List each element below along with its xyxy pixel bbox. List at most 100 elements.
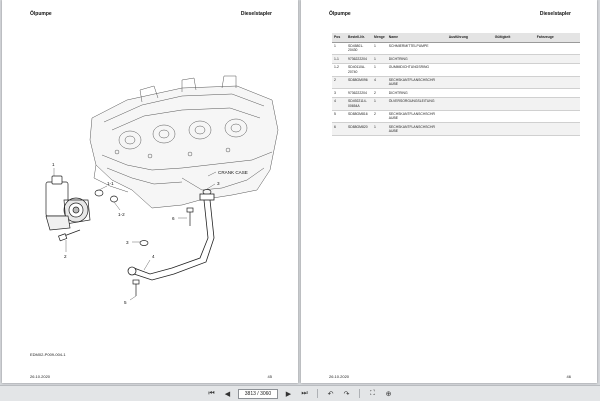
cell-validity (492, 122, 535, 137)
header-quantity: Menge (372, 33, 387, 43)
cell-vehicles (534, 54, 580, 64)
cell-vehicles (534, 63, 580, 77)
cell-pos: 5 (332, 110, 346, 124)
cell-pos: 2 (332, 76, 346, 90)
cell-execution (446, 63, 493, 77)
cell-validity (492, 42, 535, 56)
cell-name: SECHSKANTFLANSCHSCHR AUBE (386, 122, 447, 137)
oil-pump (45, 175, 91, 231)
cell-validity (492, 54, 535, 64)
left-page-title: Ölpumpe (30, 11, 52, 17)
cell-validity (492, 63, 535, 77)
first-page-icon[interactable]: ⏮ (208, 389, 215, 397)
cell-validity (492, 76, 535, 90)
back-icon[interactable]: ↶ (327, 390, 334, 398)
cell-quantity: 2 (372, 110, 387, 124)
page-indicator[interactable]: 3813 / 3060 (238, 388, 278, 399)
cell-order-number: SD88GM096 (346, 76, 372, 90)
cell-name: GUMMIDICHTUNGSRING (386, 63, 447, 77)
cell-name: SCHMIERMITTELPUMPE (386, 42, 447, 56)
header-vehicles: Fahrzeuge (534, 33, 580, 43)
cell-validity (492, 97, 535, 111)
right-page: Ölpumpe Dieselstapler Pos Bestell-Nr. Me… (301, 0, 597, 383)
header-pos: Pos (332, 33, 346, 43)
callout-1-2: 1-2 (118, 212, 125, 217)
cell-pos: 4 (332, 97, 346, 111)
cell-pos: 1-1 (332, 54, 346, 64)
cell-quantity: 1 (372, 54, 387, 64)
header-execution: Ausführung (446, 33, 493, 43)
cell-name: DICHTRING (386, 54, 447, 64)
right-page-title: Ölpumpe (329, 11, 351, 17)
cell-validity (492, 88, 535, 98)
cell-execution (446, 122, 493, 137)
left-page: Ölpumpe Dieselstapler (2, 0, 298, 383)
callout-1: 1 (52, 162, 55, 167)
viewer-toolbar: ⏮ ◀ 3813 / 3060 ▶ ⏭ ↶ ↷ ⛶ ⊕ (0, 385, 600, 401)
left-page-subtitle: Dieselstapler (240, 11, 272, 17)
cell-name: SECHSKANTFLANSCHSCHR AUBE (386, 110, 447, 124)
crank-case-label: CRANK CASE (218, 170, 248, 175)
cell-vehicles (534, 76, 580, 90)
left-page-number: 45 (267, 374, 272, 379)
leader-lines (53, 168, 217, 301)
cell-validity (492, 110, 535, 124)
header-name: Name (386, 33, 447, 43)
right-page-subtitle: Dieselstapler (539, 11, 571, 17)
cell-execution (446, 76, 493, 90)
callout-2: 2 (64, 254, 67, 259)
forward-icon[interactable]: ↷ (343, 390, 350, 398)
cell-execution (446, 97, 493, 111)
zoom-in-icon[interactable]: ⊕ (385, 390, 392, 398)
next-page-icon[interactable]: ▶ (285, 390, 292, 398)
callout-3b: 3 (217, 181, 220, 186)
cell-name: ÖLVERSORGUNGSLEITUNG (386, 97, 447, 111)
bolt-2 (58, 229, 81, 242)
exploded-parts-drawing: 1 1-1 1-2 2 3 3 4 5 6 CRANK CASE (45, 75, 279, 305)
cell-execution (446, 42, 493, 56)
cell-quantity: 1 (372, 63, 387, 77)
cell-pos: 6 (332, 122, 346, 137)
cell-name: DICHTRING (386, 88, 447, 98)
cell-order-number: 9736222204 (346, 54, 372, 64)
last-page-icon[interactable]: ⏭ (301, 389, 308, 397)
left-page-date: 26.10.2020 (30, 374, 51, 379)
right-page-number: 46 (566, 374, 571, 379)
callout-3a: 3 (126, 240, 129, 245)
cell-order-number: SD4922114- 00654A (346, 97, 372, 111)
cell-quantity: 1 (372, 97, 387, 111)
bolts-5-6 (132, 207, 194, 296)
cell-order-number: SD45801- 20430 (346, 42, 372, 56)
cell-order-number: SD88GM820 (346, 122, 372, 137)
cell-vehicles (534, 97, 580, 111)
cell-vehicles (534, 122, 580, 137)
callout-6: 6 (172, 216, 175, 221)
cell-pos: 1-2 (332, 63, 346, 77)
cell-name: SECHSKANTFLANSCHSCHR AUBE (386, 76, 447, 90)
callout-4: 4 (152, 254, 155, 259)
parts-table-header: Pos Bestell-Nr. Menge Name Ausführung Gü… (332, 33, 580, 43)
toolbar-separator (359, 389, 360, 398)
cell-quantity: 4 (372, 76, 387, 90)
fit-icon[interactable]: ⛶ (370, 389, 375, 397)
cell-pos: 1 (332, 42, 346, 56)
oil-supply-pipe (127, 193, 215, 281)
right-page-date: 26.10.2020 (329, 374, 350, 379)
header-order-number: Bestell-Nr. (346, 33, 372, 43)
cell-vehicles (534, 88, 580, 98)
cell-pos: 3 (332, 88, 346, 98)
engine-block-sketch (89, 75, 279, 209)
header-validity: Gültigkeit (492, 33, 535, 43)
callout-labels: 1 1-1 1-2 2 3 3 4 5 6 CRANK CASE (52, 162, 248, 305)
prev-page-icon[interactable]: ◀ (224, 390, 231, 398)
cell-vehicles (534, 42, 580, 56)
cell-execution (446, 54, 493, 64)
cell-quantity: 2 (372, 88, 387, 98)
cell-vehicles (534, 110, 580, 124)
